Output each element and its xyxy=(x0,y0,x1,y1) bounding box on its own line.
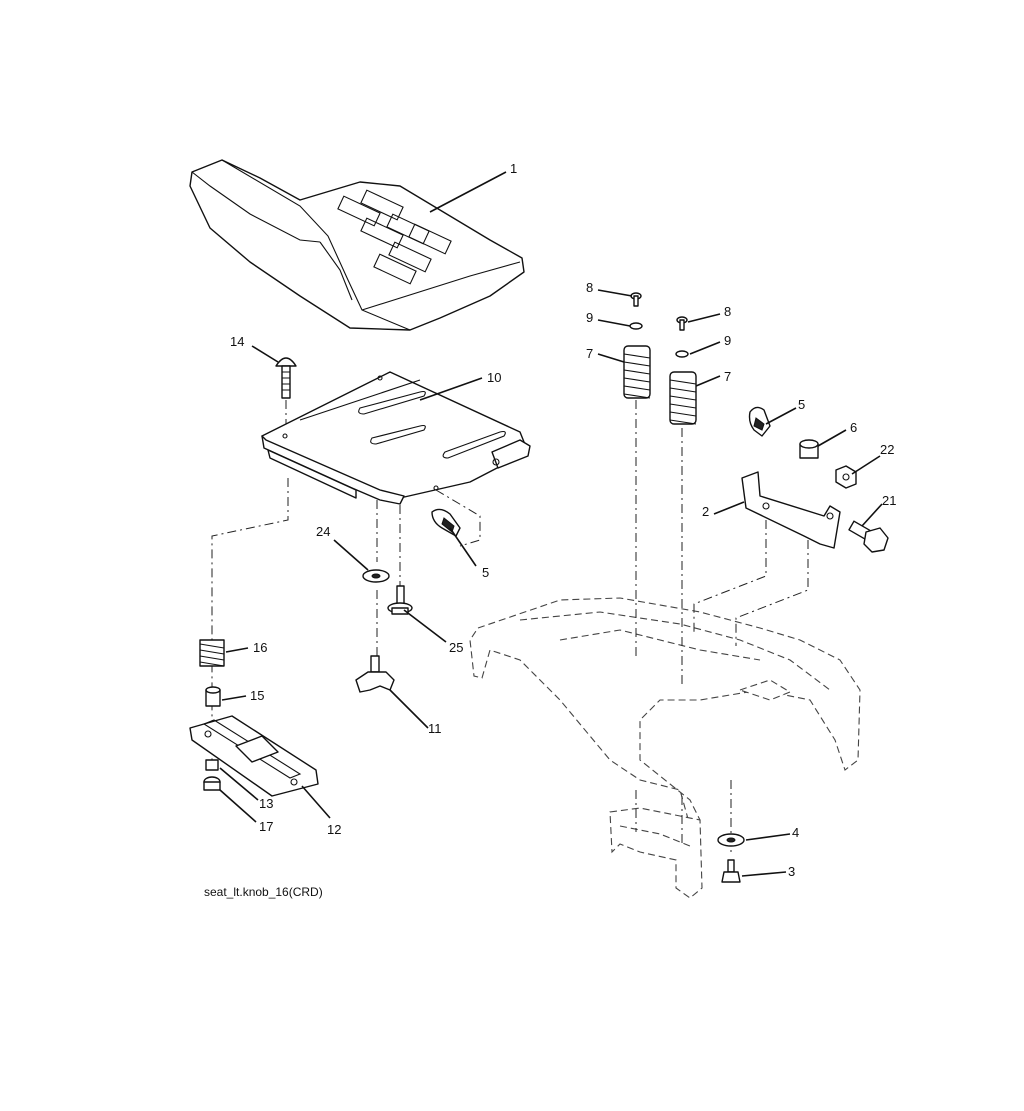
callout-screw-right: 8 xyxy=(724,304,731,319)
shoulder-bolt-21-part xyxy=(848,520,889,553)
carriage-bolt-part xyxy=(275,357,297,399)
callout-carriage-bolt: 14 xyxy=(230,334,244,349)
clip-left-part xyxy=(431,508,461,537)
washer-24-part xyxy=(362,569,390,583)
callout-spacer-15: 15 xyxy=(250,688,264,703)
callout-clip-left: 5 xyxy=(482,565,489,580)
callout-clip-right: 5 xyxy=(798,397,805,412)
screw-8-right-part xyxy=(676,316,688,331)
callout-washer-17: 17 xyxy=(259,819,273,834)
callout-washer-left: 9 xyxy=(586,310,593,325)
seat-pan-part xyxy=(261,371,531,505)
washer-9-left-part xyxy=(629,322,643,330)
spring-7-right-part xyxy=(669,371,697,425)
bushing-6-part xyxy=(799,439,819,459)
callout-bolt-3: 3 xyxy=(788,864,795,879)
callout-bushing: 6 xyxy=(850,420,857,435)
callout-bracket: 2 xyxy=(702,504,709,519)
callout-seat: 1 xyxy=(510,161,517,176)
spring-16-part xyxy=(199,639,225,667)
callout-labels: 1 10 14 5 24 25 16 15 11 12 13 17 8 9 7 … xyxy=(230,161,896,879)
frame-lower-bracket xyxy=(609,807,703,899)
nut-22-part xyxy=(835,465,857,489)
diagram-caption: seat_lt.knob_16(CRD) xyxy=(204,885,323,899)
washer-4-part xyxy=(717,833,745,847)
callout-bolt-25: 25 xyxy=(449,640,463,655)
nut-13-part xyxy=(205,759,219,771)
callout-nut-13: 13 xyxy=(259,796,273,811)
screw-8-left-part xyxy=(630,292,642,307)
spring-7-left-part xyxy=(623,345,651,399)
callout-slide-plate: 12 xyxy=(327,822,341,837)
callout-spring-right: 7 xyxy=(724,369,731,384)
clip-right-part xyxy=(748,406,771,437)
seat-part xyxy=(189,159,525,331)
callout-screw-left: 8 xyxy=(586,280,593,295)
callout-spring-16: 16 xyxy=(253,640,267,655)
bracket-2-part xyxy=(741,471,841,549)
callout-nut-22: 22 xyxy=(880,442,894,457)
tractor-frame-outline xyxy=(469,597,861,827)
callout-seat-pan: 10 xyxy=(487,370,501,385)
knob-part xyxy=(355,655,395,693)
callout-washer-4: 4 xyxy=(792,825,799,840)
callout-washer-24: 24 xyxy=(316,524,330,539)
washer-17-part xyxy=(203,776,221,791)
callout-washer-right: 9 xyxy=(724,333,731,348)
callout-knob: 11 xyxy=(428,721,442,736)
callout-shoulder-bolt: 21 xyxy=(882,493,896,508)
washer-9-right-part xyxy=(675,350,689,358)
spacer-15-part xyxy=(205,686,221,707)
slide-plate-part xyxy=(189,715,319,797)
bolt-25-part xyxy=(387,585,413,615)
callout-spring-left: 7 xyxy=(586,346,593,361)
callout-leaders xyxy=(219,171,883,877)
bolt-3-part xyxy=(721,859,741,883)
